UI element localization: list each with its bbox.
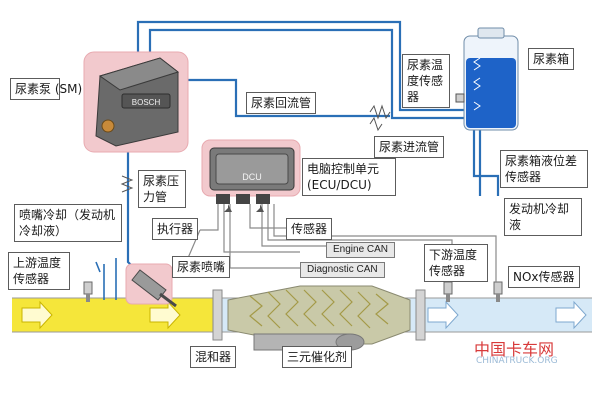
ecu-arrows xyxy=(224,204,264,212)
urea-pump-body xyxy=(95,57,180,147)
label-return-pipe: 尿素回流管 xyxy=(246,92,317,114)
label-temp-sensor: 尿素温度传感器 xyxy=(402,54,450,108)
nozzle-coolant-lines xyxy=(103,258,117,300)
pipe-flange-right xyxy=(415,289,426,341)
label-catalyst: 三元催化剂 xyxy=(282,346,353,368)
can-engine-pill: Engine CAN xyxy=(326,242,396,258)
upstream-temp-probe xyxy=(83,281,93,302)
pump-brand-text: BOSCH xyxy=(132,98,161,107)
label-level-sensor: 尿素箱液位差传感器 xyxy=(500,150,588,188)
label-nox-sensor: NOx传感器 xyxy=(508,266,580,288)
downstream-temp-probe xyxy=(443,281,453,302)
nox-sensor-probe xyxy=(493,281,503,302)
tank-temp-sensor-port xyxy=(455,93,465,103)
tank-coolant-loop xyxy=(472,120,500,196)
label-upstream-temp: 上游温度传感器 xyxy=(8,252,70,290)
can-diagnostic-pill: Diagnostic CAN xyxy=(300,262,385,278)
label-urea-tank: 尿素箱 xyxy=(528,48,575,70)
flow-arrow-1 xyxy=(21,300,53,330)
urea-tank xyxy=(455,27,519,131)
feed-pipe-line xyxy=(148,28,474,120)
label-urea-pump: 尿素泵 (SM) xyxy=(10,78,82,100)
watermark-url: CHINATRUCK.ORG xyxy=(476,356,558,366)
tank-fluid xyxy=(466,58,516,128)
label-pressure-pipe: 尿素压力管 xyxy=(138,170,186,208)
label-feed-pipe: 尿素进流管 xyxy=(374,136,445,158)
label-sensor: 传感器 xyxy=(286,218,333,240)
pipe-flange-left xyxy=(212,289,223,341)
label-nozzle: 尿素喷嘴 xyxy=(172,256,231,278)
coolant-in-arrow xyxy=(95,261,101,273)
label-downstream-temp: 下游温度传感器 xyxy=(424,244,488,282)
label-engine-coolant: 发动机冷却液 xyxy=(504,198,582,236)
ecu-body xyxy=(209,147,295,204)
flow-arrow-4 xyxy=(555,300,587,330)
label-ecu: 电脑控制单元 (ECU/DCU) xyxy=(302,158,396,196)
label-mixer: 混和器 xyxy=(190,346,237,368)
label-nozzle-cooling: 喷嘴冷却（发动机冷却液） xyxy=(14,204,122,242)
flow-arrow-3 xyxy=(427,300,459,330)
urea-pipes xyxy=(126,20,500,285)
watermark-brand: 中国卡车网 xyxy=(474,340,555,359)
pipe-connectors xyxy=(120,104,391,193)
label-actuator: 执行器 xyxy=(152,218,199,240)
return-pipe-branch xyxy=(184,78,390,118)
ecu-dcu-text: DCU xyxy=(242,172,262,182)
mixer-housing xyxy=(227,285,411,345)
mixer-blades xyxy=(249,289,389,329)
return-pipe-line xyxy=(136,20,474,112)
flow-arrow-2 xyxy=(149,300,181,330)
nozzle-body xyxy=(131,269,177,308)
